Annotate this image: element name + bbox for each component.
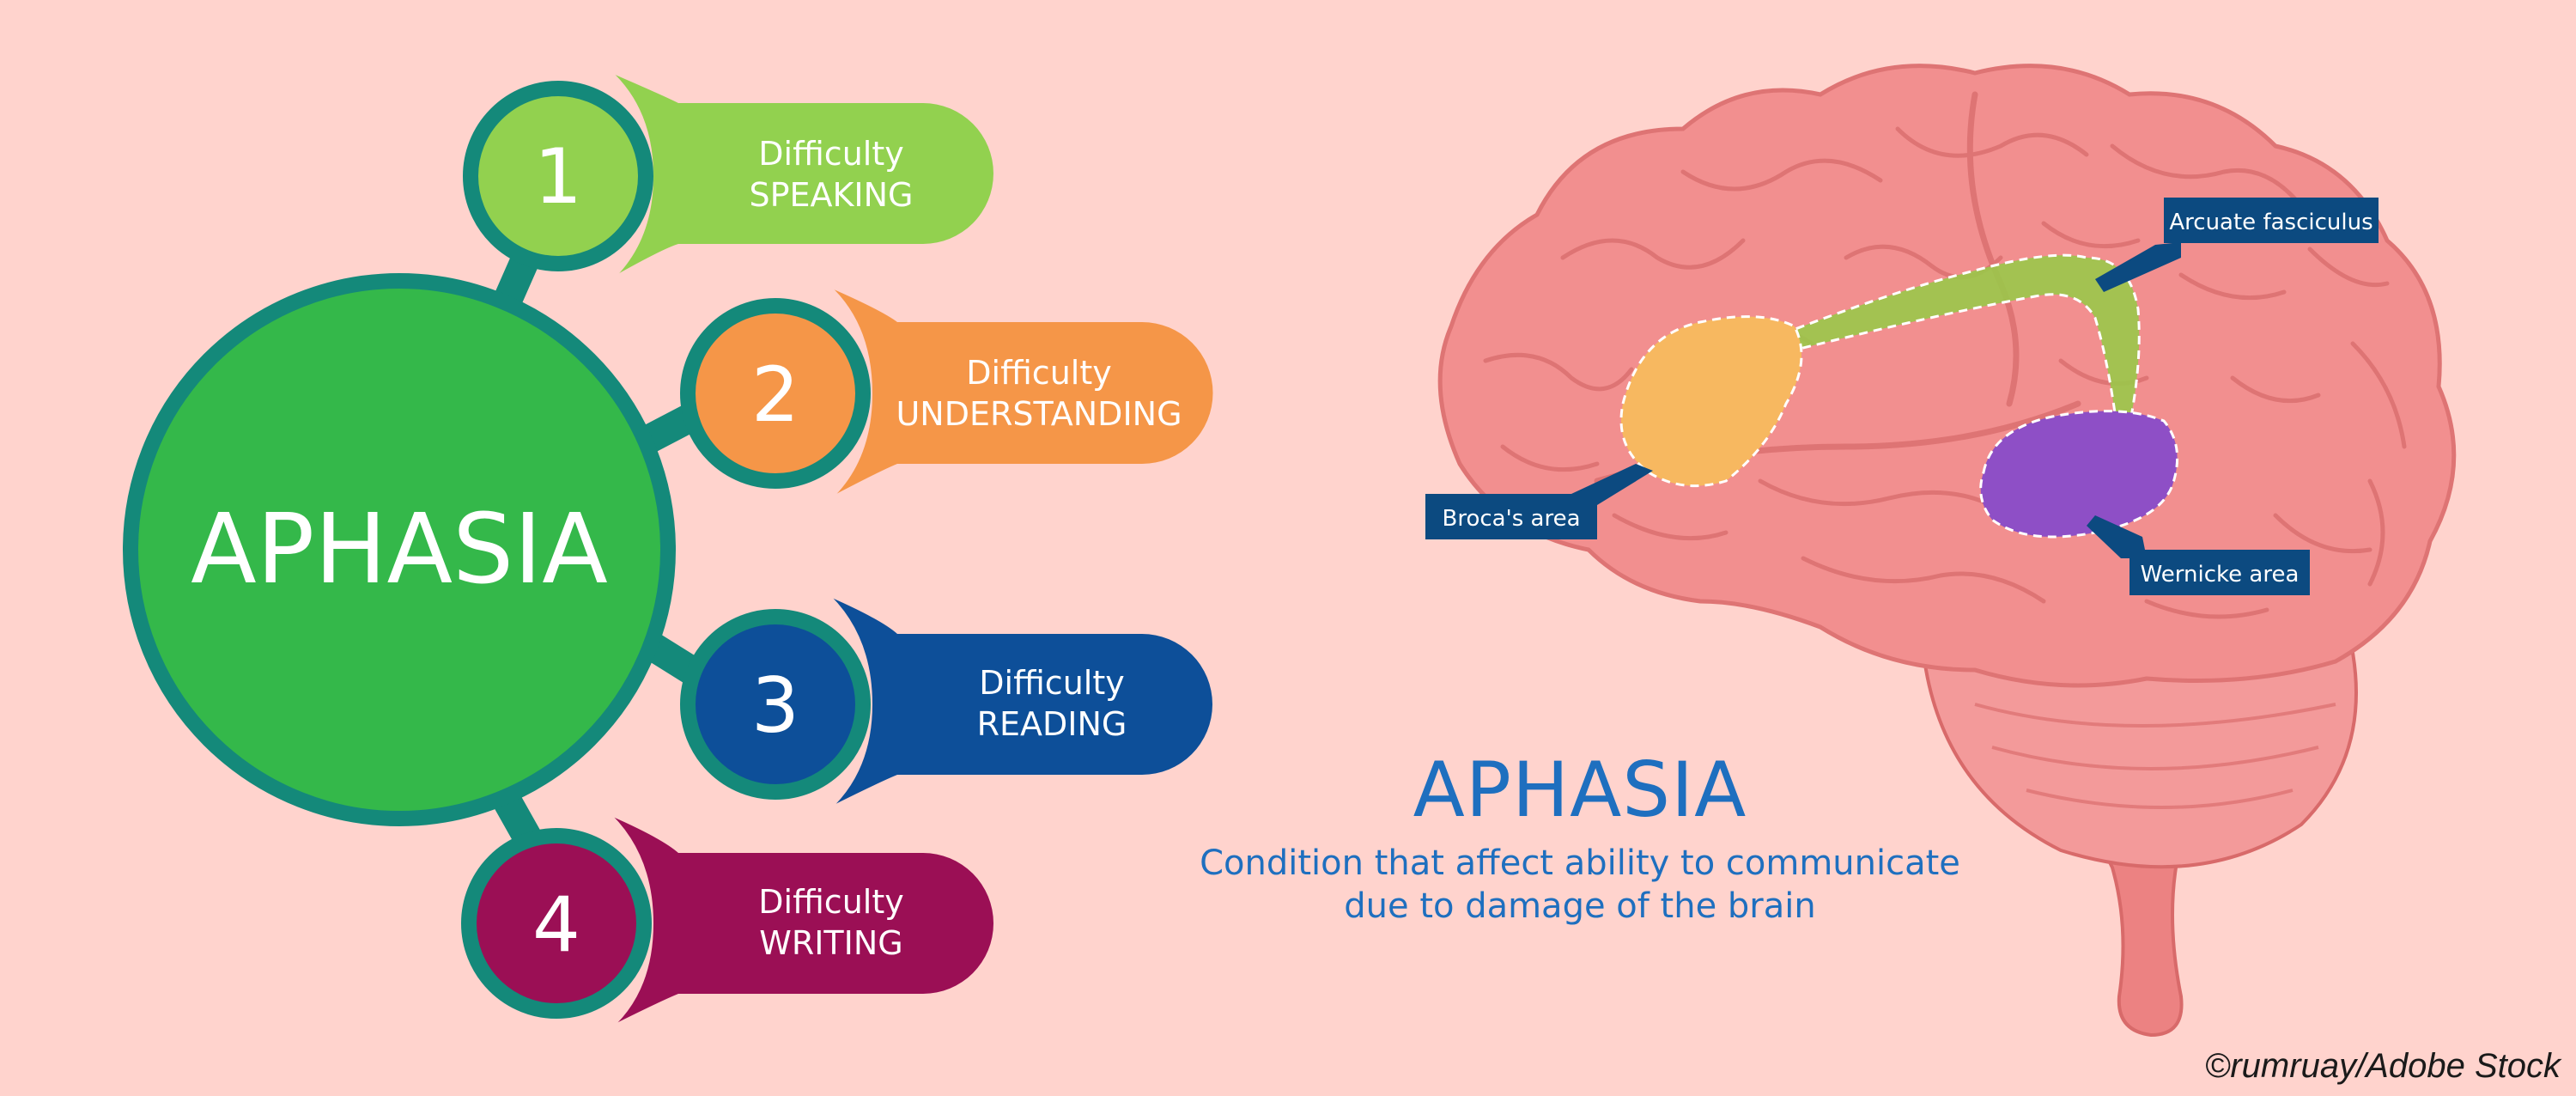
wernicke-label-box: [2129, 550, 2310, 595]
wernicke-label-text: Wernicke area: [2141, 562, 2300, 588]
item-1-number-circle: [463, 81, 653, 271]
item-4-number: 4: [532, 880, 580, 969]
item-3-line2: READING: [977, 705, 1127, 743]
item-2-number-circle: [680, 298, 871, 489]
wernicke-area-region: [1979, 410, 2179, 539]
hub: APHASIA: [123, 273, 676, 826]
info-description: Condition that affect ability to communi…: [1116, 842, 2044, 928]
info-description-line1: Condition that affect ability to communi…: [1200, 843, 1960, 883]
info-description-line2: due to damage of the brain: [1344, 886, 1816, 926]
broca-area-region: [1619, 315, 1803, 488]
arcuate-label: Arcuate fasciculus: [2164, 198, 2379, 243]
item-4-pill: [601, 812, 993, 1031]
hub-circle: [123, 273, 676, 826]
item-1-line1: Difficulty: [758, 135, 903, 173]
broca-label-text: Broca's area: [1442, 506, 1580, 532]
item-4: 4 Difficulty WRITING: [461, 807, 993, 1035]
arcuate-label-box: [2164, 198, 2379, 243]
info-title: APHASIA: [1413, 746, 1747, 834]
brain-illustration: Broca's area Wernicke area Arcuate fasci…: [1425, 64, 2457, 1038]
cerebellum-folds: [1974, 703, 2336, 809]
item-3-number-circle: [680, 609, 871, 800]
image-credit: ©rumruay/Adobe Stock: [2204, 1047, 2561, 1085]
item-2: 2 Difficulty UNDERSTANDING: [680, 279, 1213, 507]
item-4-number-circle: [461, 828, 652, 1019]
broca-label: Broca's area: [1425, 494, 1597, 539]
wernicke-label: Wernicke area: [2129, 550, 2310, 595]
item-2-number: 2: [751, 350, 799, 439]
broca-label-box: [1425, 494, 1597, 539]
item-2-pill: [820, 283, 1213, 502]
item-4-line1: Difficulty: [758, 883, 903, 921]
arcuate-fasciculus-region: [1765, 253, 2141, 427]
item-2-line2: UNDERSTANDING: [896, 395, 1182, 433]
item-4-line2: WRITING: [759, 924, 902, 962]
item-1-number: 1: [534, 132, 582, 221]
item-3: 3 Difficulty READING: [680, 588, 1212, 816]
arcuate-label-text: Arcuate fasciculus: [2169, 210, 2372, 235]
item-1: 1 Difficulty SPEAKING: [463, 64, 993, 288]
item-2-line1: Difficulty: [966, 354, 1111, 392]
item-1-pill: [601, 69, 993, 283]
item-3-pill: [820, 593, 1212, 812]
item-3-line1: Difficulty: [979, 664, 1124, 702]
hub-label: APHASIA: [191, 494, 608, 606]
cerebellum: [1921, 651, 2358, 869]
item-3-number: 3: [751, 661, 799, 750]
item-1-line2: SPEAKING: [749, 176, 913, 214]
